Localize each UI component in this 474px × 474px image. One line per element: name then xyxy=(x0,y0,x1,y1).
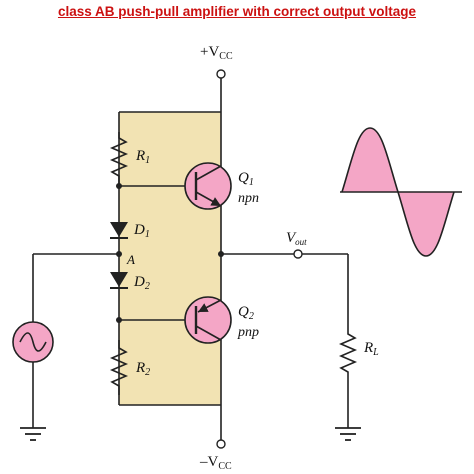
q2-type: pnp xyxy=(237,325,259,340)
vout-terminal xyxy=(293,249,303,259)
resistor-r2 xyxy=(109,340,129,395)
ground-icon xyxy=(20,427,46,441)
transistor-q1 xyxy=(184,162,232,210)
rl-label: RL xyxy=(363,340,379,358)
page-title: class AB push-pull amplifier with correc… xyxy=(57,4,417,19)
q1-type: npn xyxy=(238,191,259,206)
resistor-r1 xyxy=(109,132,129,186)
r1-label: R1 xyxy=(135,148,150,166)
d2-label: D2 xyxy=(133,274,150,292)
vout-label: Vout xyxy=(286,230,307,247)
q2-label: Q2 xyxy=(238,304,254,322)
ac-source-icon xyxy=(12,321,54,363)
ground-icon xyxy=(335,427,361,441)
resistor-rl xyxy=(338,330,358,375)
diode-d2 xyxy=(110,272,128,289)
q1-label: Q1 xyxy=(238,170,254,188)
vcc-terminal xyxy=(216,69,226,79)
node-a-label: A xyxy=(126,252,135,267)
r2-label: R2 xyxy=(135,360,150,378)
wires xyxy=(32,78,349,440)
d1-label: D1 xyxy=(133,222,150,240)
vee-terminal xyxy=(216,439,226,449)
vee-label: –VCC xyxy=(199,454,232,472)
bias-panel xyxy=(119,112,221,405)
vcc-label: +VCC xyxy=(200,44,233,62)
junction-dots xyxy=(116,183,224,323)
diode-d1 xyxy=(110,222,128,239)
sine-waveform-icon xyxy=(340,127,462,257)
transistor-q2 xyxy=(184,296,232,344)
